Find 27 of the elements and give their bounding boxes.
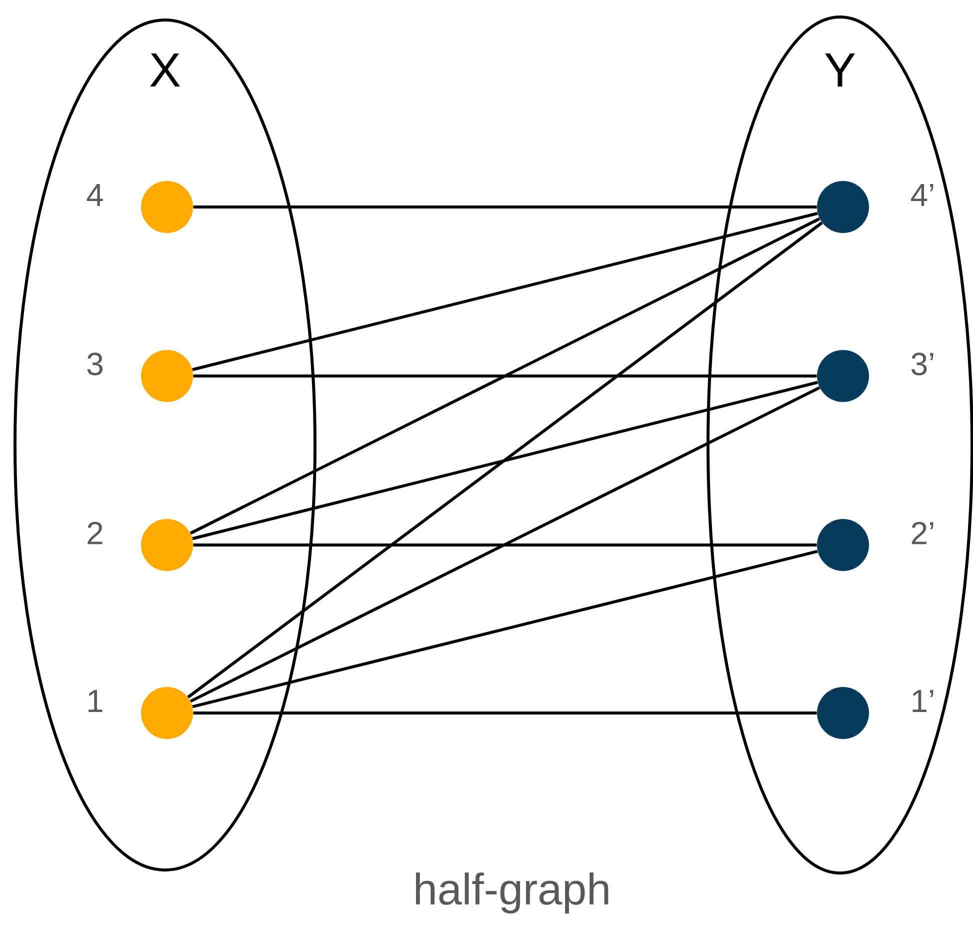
vertex-label: 2 — [88, 522, 102, 544]
vertex-dot — [817, 687, 869, 739]
edge-line — [193, 544, 817, 546]
vertex-dot — [141, 181, 193, 233]
vertex-label: 3’ — [912, 352, 934, 376]
edge-line — [193, 374, 817, 378]
edge-line — [192, 380, 818, 540]
edge-line — [193, 206, 817, 208]
vertex-label: 4’ — [911, 184, 934, 206]
vertex-dot — [817, 519, 869, 571]
edge-line — [193, 712, 817, 714]
vertex-label: 1’ — [912, 690, 934, 712]
vertex-dot — [141, 350, 193, 402]
edge-line — [187, 222, 823, 698]
vertex-label: 2’ — [912, 522, 934, 544]
vertex-dot — [817, 181, 869, 233]
edge-line — [192, 212, 818, 372]
vertex-dot — [141, 519, 193, 571]
vertex-dot — [817, 350, 869, 402]
vertex-dot — [141, 687, 193, 739]
edge-line — [192, 550, 818, 708]
edge-line — [190, 217, 820, 535]
edge-line — [190, 386, 820, 703]
caption: half-graph — [416, 872, 608, 914]
vertex-label: 3 — [87, 352, 102, 376]
vertex-label: 1 — [88, 690, 102, 712]
vertex-label: 4 — [86, 184, 103, 206]
